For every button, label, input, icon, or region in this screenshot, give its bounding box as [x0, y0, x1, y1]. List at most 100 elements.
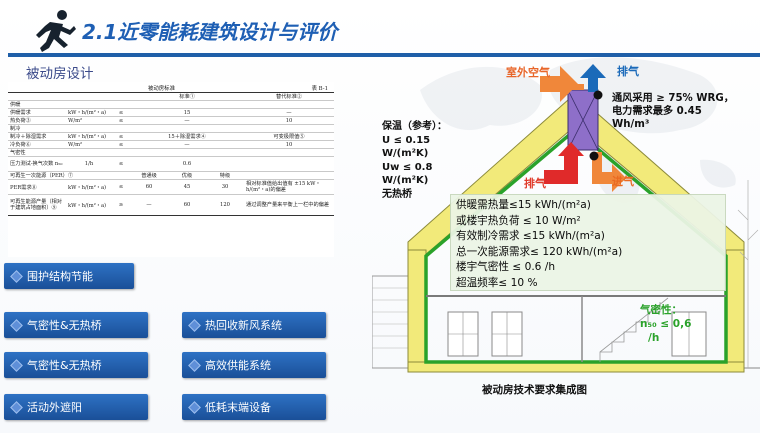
table-row: 冷负荷⑥ W/m² ≤ — 10 [8, 140, 334, 149]
diagram-caption: 被动房技术要求集成图 [482, 384, 587, 396]
unit: W/m² [66, 140, 112, 149]
airtight-line: /h [648, 332, 660, 344]
value: 通过调整产量来平衡上一栏中的偏差 [244, 194, 334, 216]
col-alt: 替代标准② [244, 92, 334, 101]
value: 10 [244, 116, 334, 125]
efficient-supply-button[interactable]: 高效供能系统 [182, 352, 326, 378]
value: — [244, 108, 334, 117]
slide-header: 2.1近零能耗建筑设计与评价 [0, 0, 760, 58]
airtight-button-2[interactable]: 气密性&无热桥 [4, 352, 148, 378]
row-label: 压力测试-换气次数 n₅₀ [8, 156, 66, 172]
standard-table: 标准① 替代标准② 供暖 供暖需求 kW・h/(m²・a) ≤ 15 — 热负荷… [8, 92, 334, 216]
requirement-item: 或楼宇热负荷 ≤ 10 W/m² [456, 214, 581, 227]
runner-icon [36, 10, 76, 52]
ventilation-line: Wh/m³ [612, 119, 650, 130]
insulation-line: W/(m²K) [382, 175, 429, 186]
heat-recovery-button[interactable]: 热回收新风系统 [182, 312, 326, 338]
level-special: 特级 [206, 171, 244, 180]
insulation-line: 保温（参考）： [382, 121, 447, 132]
house-drawing [372, 64, 760, 373]
table-row: 压力测试-换气次数 n₅₀ 1/h ≤ 0.6 [8, 156, 334, 172]
row-label: 冷负荷⑥ [8, 140, 66, 149]
button-label: 高效供能系统 [205, 359, 271, 372]
requirement-item: 楼宇气密性 ≤ 0.6 /h [456, 261, 556, 274]
diamond-bullet-icon [10, 400, 23, 414]
table-row: 标准① 替代标准② [8, 92, 334, 101]
value: 60 [130, 179, 168, 195]
level-good: 优级 [168, 171, 206, 180]
row-label: 热负荷③ [8, 116, 66, 125]
unit: kW・h/(m²・a) [66, 132, 112, 141]
insulation-line: 无热桥 [382, 188, 412, 200]
exhaust-top-label: 排气 [617, 65, 639, 78]
section-subtitle: 被动房设计 [26, 66, 94, 82]
requirements-box [450, 194, 726, 291]
external-shading-button[interactable]: 活动外遮阳 [4, 394, 148, 420]
row-label: 供暖需求 [8, 108, 66, 117]
unit: 1/h [66, 156, 112, 172]
airtight-button[interactable]: 气密性&无热桥 [4, 312, 148, 338]
requirement-item: 供暖需热量≤15 kWh/(m²a) [456, 199, 591, 211]
col-standard: 标准① [130, 92, 244, 101]
insulation-line: W/(m²K) [382, 148, 429, 159]
table-title: 被动房标准 [148, 86, 175, 92]
insulation-note: 保温（参考）： U ≤ 0.15 W/(m²K) Uw ≤ 0.8 W/(m²K… [382, 120, 447, 201]
table-number: 表 B-1 [311, 86, 328, 92]
ventilation-line: 通风采用 ≥ 75% WRG， [612, 93, 734, 104]
operator: ≤ [112, 116, 130, 125]
table-row: 可再生一次能源（PER）⑦ 普通级 优级 特级 [8, 171, 334, 180]
operator: ≤ [112, 108, 130, 117]
row-label: PER需求⑧ [8, 179, 66, 195]
value: — [130, 194, 168, 216]
value: 60 [168, 194, 206, 216]
insulation-line: U ≤ 0.15 [382, 134, 431, 146]
airtight-line: 气密性： [640, 304, 682, 316]
table-row: 制冷＋除湿需求 kW・h/(m²・a) ≤ 15＋除湿需求④ 可变极限值⑤ [8, 132, 334, 141]
value: 30 [206, 179, 244, 195]
row-label: 可再生能源产量（相对于建筑占地面积）⑨ [8, 194, 66, 216]
level-normal: 普通级 [130, 171, 168, 180]
table-row: 制冷 [8, 124, 334, 133]
diamond-bullet-icon [10, 358, 23, 372]
airtight-line: n₅₀ ≤ 0,6 [640, 318, 692, 330]
operator: ≤ [112, 140, 130, 149]
button-label: 热回收新风系统 [205, 319, 282, 332]
value: 15 [130, 108, 244, 117]
exhaust-mid-label: 排气 [524, 177, 546, 190]
group-heating: 供暖 [8, 100, 66, 109]
supply-air-label: 进气 [612, 175, 634, 188]
table-row: 热负荷③ W/m² ≤ — 10 [8, 116, 334, 125]
operator: ≥ [112, 194, 130, 216]
group-airtight: 气密性 [8, 148, 66, 157]
operator: ≤ [112, 179, 130, 195]
diamond-bullet-icon [188, 400, 201, 414]
diamond-bullet-icon [10, 318, 23, 332]
value: 45 [168, 179, 206, 195]
value: 15＋除湿需求④ [130, 132, 244, 141]
low-energy-terminal-button[interactable]: 低耗末端设备 [182, 394, 326, 420]
table-row: 气密性 [8, 148, 334, 157]
table-row: PER需求⑧ kW・h/(m²・a) ≤ 60 45 30 相对标准值给出值有 … [8, 179, 334, 195]
envelope-energy-button[interactable]: 围护结构节能 [4, 263, 134, 289]
diamond-bullet-icon [188, 358, 201, 372]
unit: kW・h/(m²・a) [66, 194, 112, 216]
group-per: 可再生一次能源（PER）⑦ [8, 171, 112, 180]
table-row: 供暖需求 kW・h/(m²・a) ≤ 15 — [8, 108, 334, 117]
airtightness-note: 气密性： n₅₀ ≤ 0,6 /h [640, 303, 691, 345]
value: — [130, 140, 244, 149]
group-cooling: 制冷 [8, 124, 66, 133]
ventilation-note: 通风采用 ≥ 75% WRG， 电力需求最多 0.45 Wh/m³ [612, 92, 734, 131]
value: 相对标准值给出值有 ±15 kW・h/(m²・a)的偏差 [244, 179, 334, 195]
row-label: 制冷＋除湿需求 [8, 132, 66, 141]
operator: ≤ [112, 132, 130, 141]
requirements-list: 供暖需热量≤15 kWh/(m²a) 或楼宇热负荷 ≤ 10 W/m² 有效制冷… [456, 198, 622, 292]
operator: ≤ [112, 156, 130, 172]
value: 0.6 [130, 156, 244, 172]
button-label: 围护结构节能 [27, 270, 93, 283]
insulation-line: Uw ≤ 0.8 [382, 161, 433, 173]
table-row: 可再生能源产量（相对于建筑占地面积）⑨ kW・h/(m²・a) ≥ — 60 1… [8, 194, 334, 216]
requirement-item: 超温频率≤ 10 % [456, 276, 538, 289]
button-label: 活动外遮阳 [27, 401, 82, 414]
ventilation-line: 电力需求最多 0.45 [612, 106, 702, 117]
